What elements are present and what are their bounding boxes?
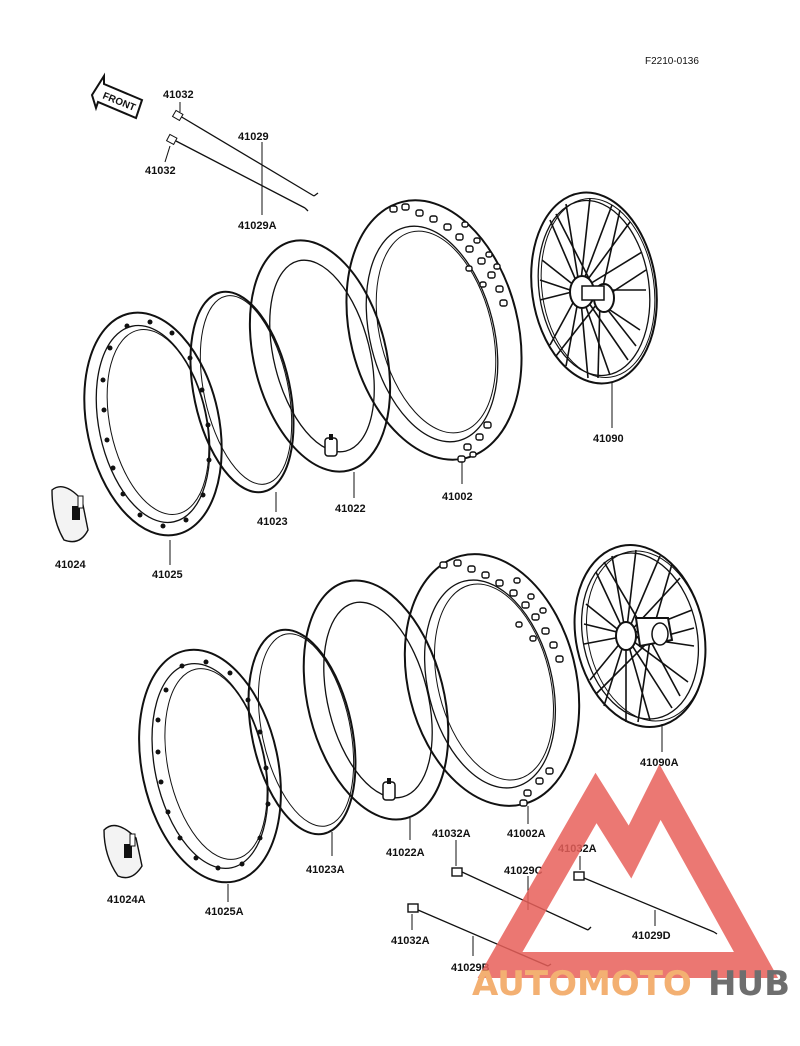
- label-41002a: 41002A: [507, 828, 546, 840]
- wheel-41090: [530, 191, 658, 385]
- label-41029a: 41029A: [238, 220, 277, 232]
- wheel-41090a: [573, 544, 707, 728]
- watermark-logo: AUTOMOTO HUB: [472, 764, 790, 1004]
- label-41029c: 41029C: [504, 865, 543, 877]
- label-41032a-3: 41032A: [391, 935, 430, 947]
- label-41032-mid: 41032: [145, 165, 176, 177]
- tire-41002a: [403, 553, 581, 807]
- label-41029: 41029: [238, 131, 269, 143]
- rim-band-41023: [189, 290, 295, 494]
- label-41029d: 41029D: [632, 930, 671, 942]
- label-41025a: 41025A: [205, 906, 244, 918]
- spoke-41029: [171, 109, 319, 197]
- watermark-text-part1: AUTOMOTO: [472, 964, 692, 1004]
- watermark-text-part2: HUB: [708, 964, 790, 1004]
- spoke-41029d: [573, 871, 718, 935]
- spoke-41029a: [165, 133, 309, 212]
- rim-lock-41024a: [103, 824, 143, 879]
- label-41090: 41090: [593, 433, 624, 445]
- rim-41025: [83, 311, 223, 537]
- label-41023: 41023: [257, 516, 288, 528]
- front-arrow-icon: FRONT: [90, 72, 144, 120]
- label-41025: 41025: [152, 569, 183, 581]
- rim-41025a: [138, 648, 282, 884]
- label-41032a-1: 41032A: [432, 828, 471, 840]
- label-41022: 41022: [335, 503, 366, 515]
- label-41023a: 41023A: [306, 864, 345, 876]
- label-41002: 41002: [442, 491, 473, 503]
- rim-band-41023a: [247, 628, 357, 836]
- label-41024: 41024: [55, 559, 86, 571]
- tire-41002: [345, 199, 523, 463]
- label-41024a: 41024A: [107, 894, 146, 906]
- tube-41022a: [302, 579, 450, 821]
- label-41022a: 41022A: [386, 847, 425, 859]
- rim-lock-41024: [51, 486, 89, 543]
- label-41090a: 41090A: [640, 757, 679, 769]
- leader-41032-mid: [164, 145, 171, 163]
- tube-41022: [248, 239, 392, 473]
- label-41029b: 41029B: [451, 962, 490, 974]
- label-41032-top: 41032: [163, 89, 194, 101]
- diagram-code: F2210-0136: [645, 56, 699, 67]
